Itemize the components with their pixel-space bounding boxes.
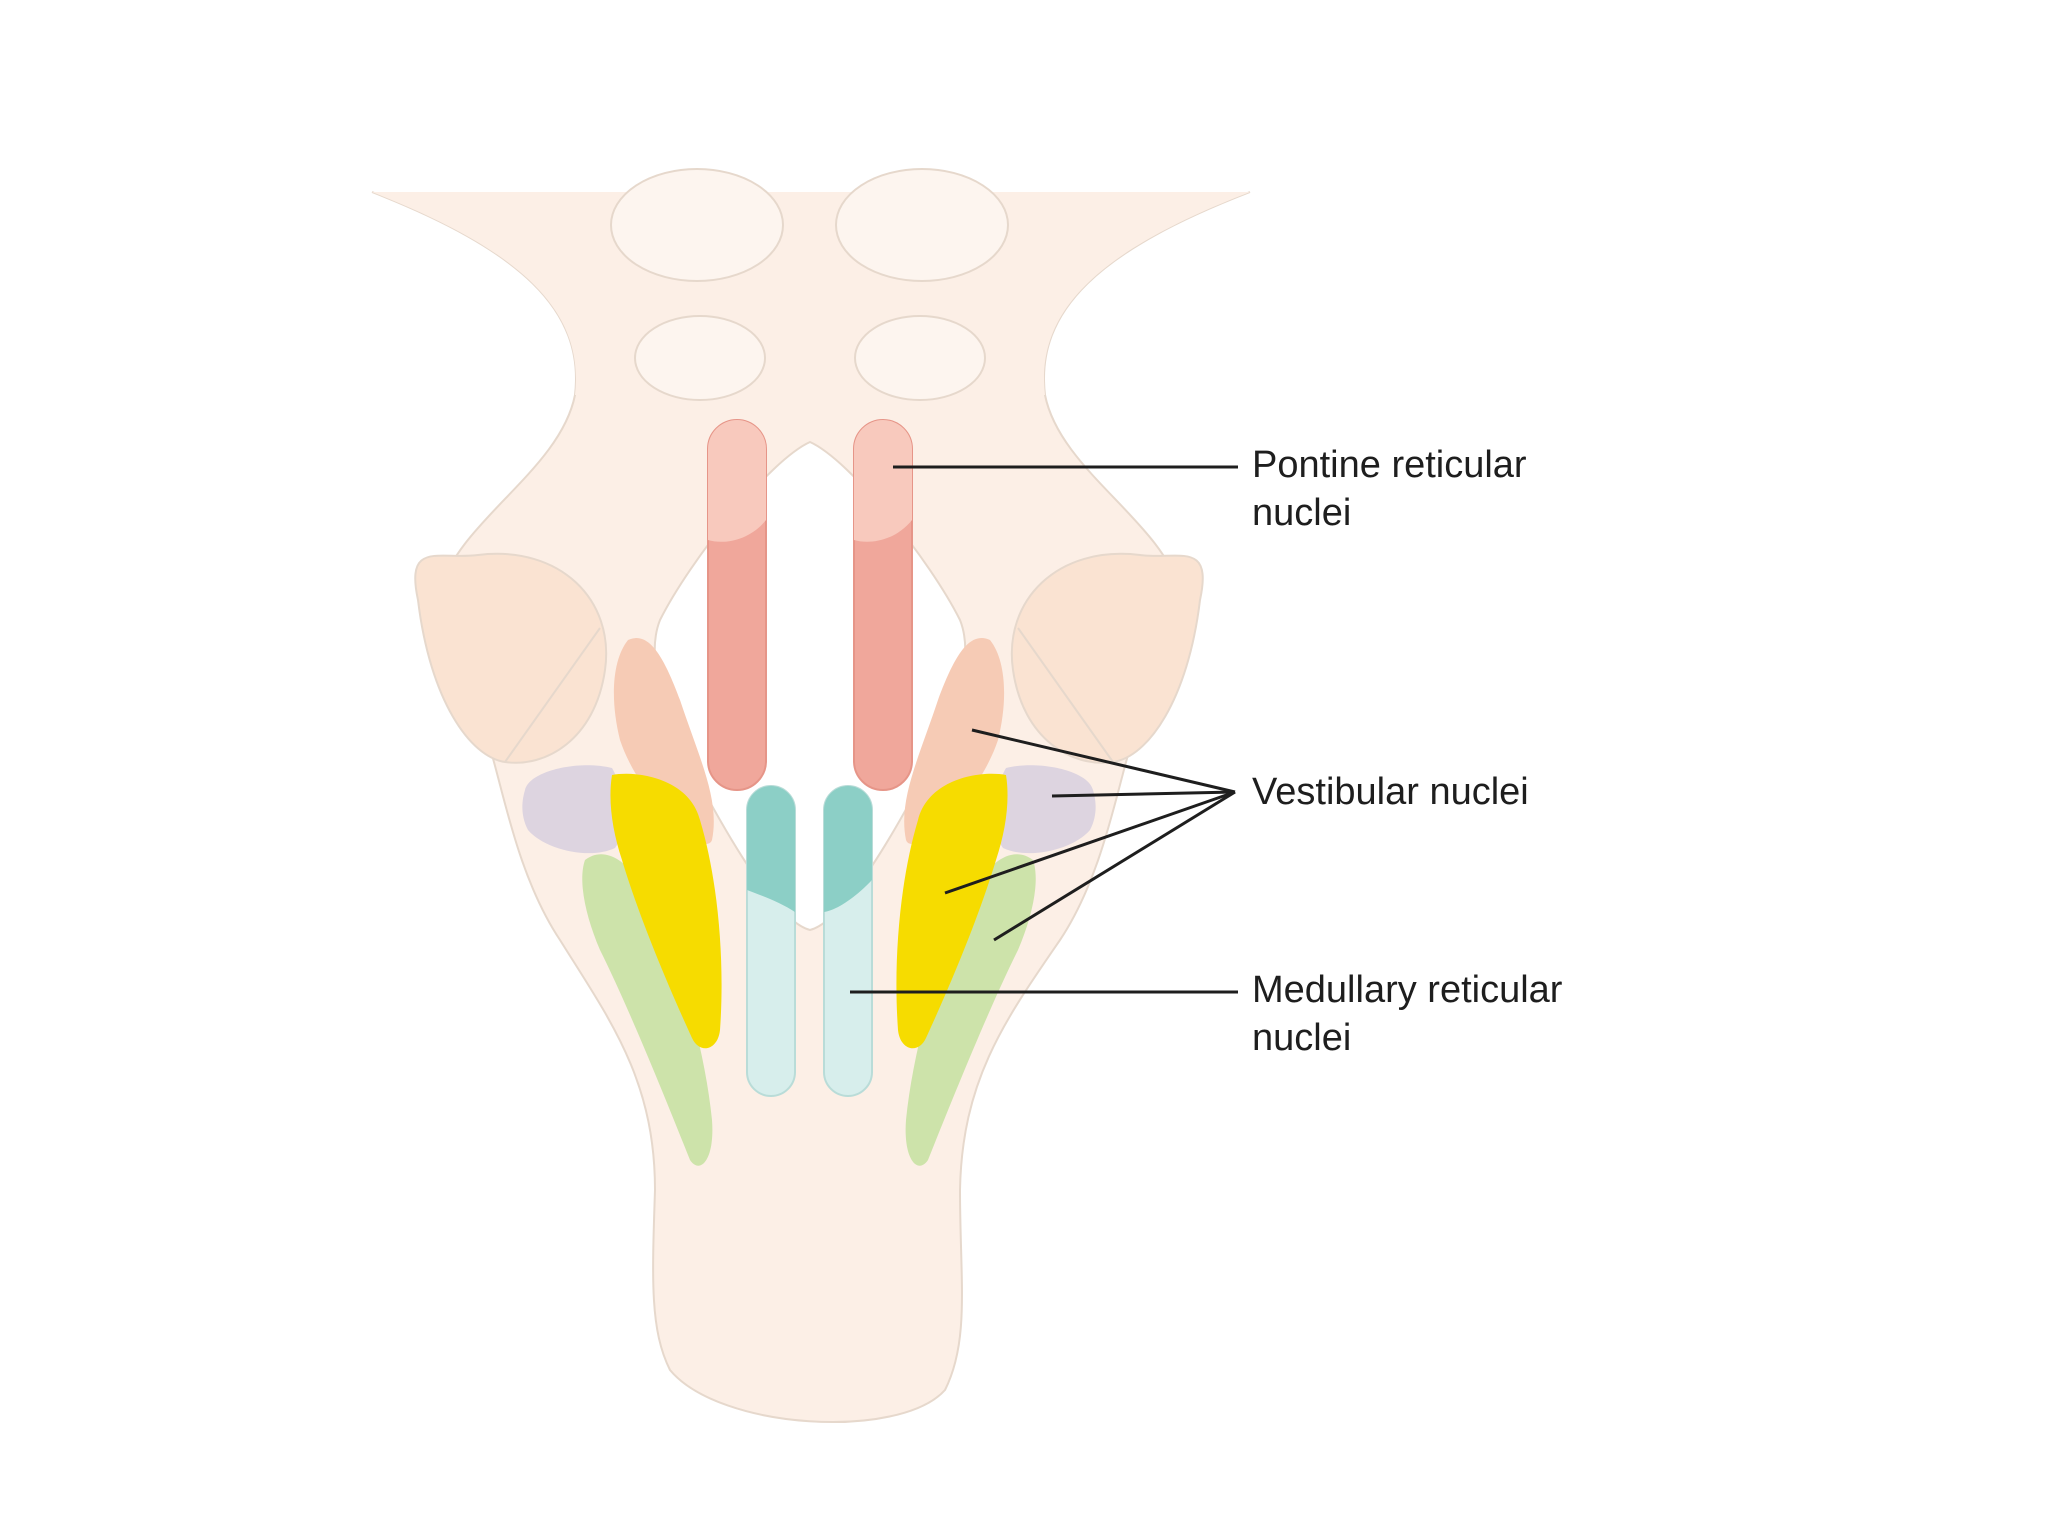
pontine-label-line2: nuclei: [1252, 489, 1527, 537]
inferior-colliculus-right: [855, 316, 985, 400]
pontine-reticular-nuclei-label: Pontine reticular nuclei: [1252, 441, 1527, 537]
medullary-reticular-nuclei-label: Medullary reticular nuclei: [1252, 966, 1562, 1062]
medullary-label-line1: Medullary reticular: [1252, 966, 1562, 1014]
pontine-label-line1: Pontine reticular: [1252, 441, 1527, 489]
superior-colliculus-left: [611, 169, 783, 281]
pontine-reticular-upper-right: [854, 420, 912, 542]
brainstem-upper-fill: [372, 192, 1250, 395]
pontine-reticular-upper-left: [708, 420, 766, 542]
vestibular-nuclei-label: Vestibular nuclei: [1252, 768, 1529, 816]
inferior-colliculus-left: [635, 316, 765, 400]
superior-colliculus-right: [836, 169, 1008, 281]
vestibular-label-line1: Vestibular nuclei: [1252, 768, 1529, 816]
medullary-label-line2: nuclei: [1252, 1014, 1562, 1062]
